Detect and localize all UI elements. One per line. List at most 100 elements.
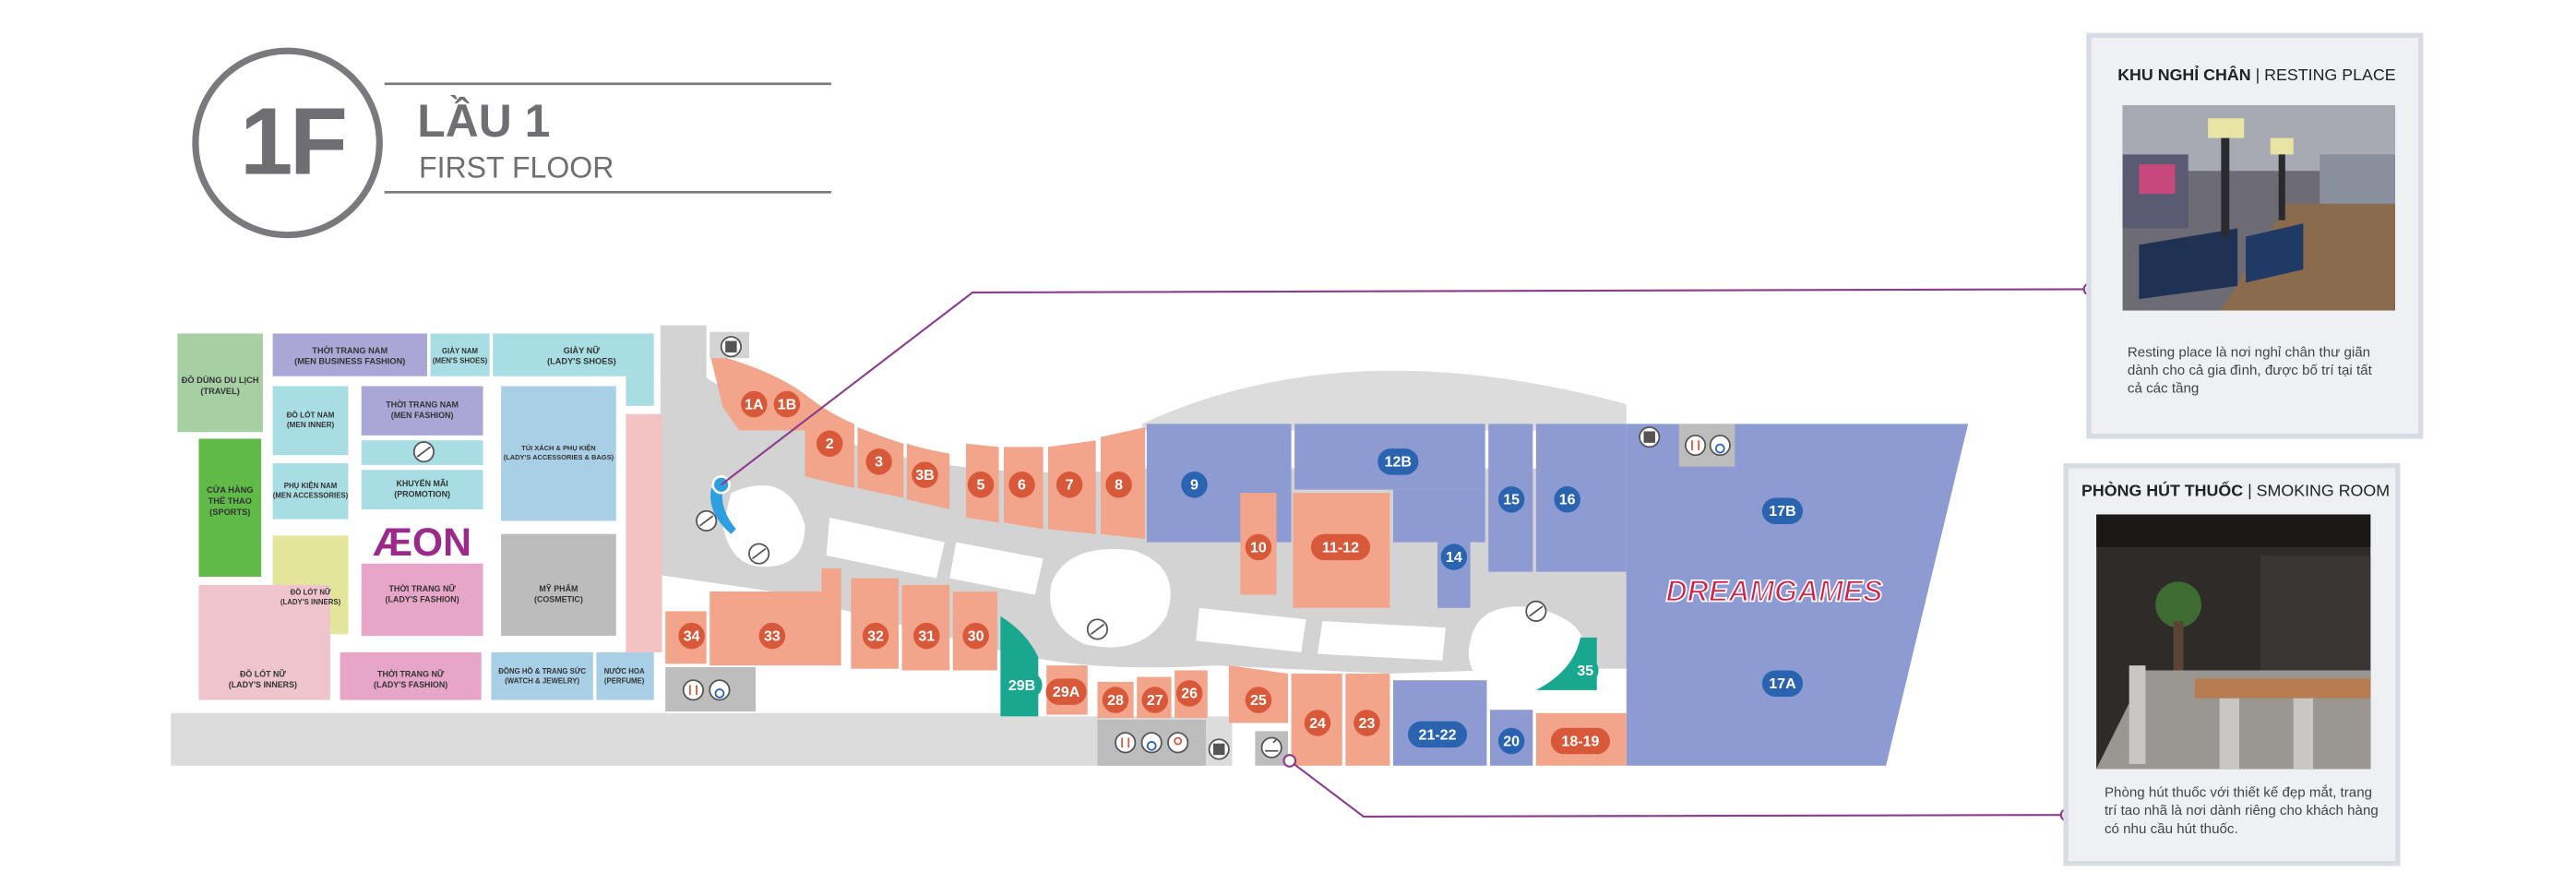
unit-marker-21-22[interactable]: 21-22 — [1407, 721, 1468, 748]
unit-marker-28[interactable]: 28 — [1102, 687, 1129, 713]
unit-marker-label: 2 — [826, 436, 834, 452]
resting-place-title-vn: KHU NGHỈ CHÂN — [2117, 67, 2251, 86]
unit-marker-bg — [913, 622, 940, 650]
escalator-icon[interactable] — [696, 509, 718, 532]
unit-marker-11-12[interactable]: 11-12 — [1310, 533, 1371, 561]
unit-marker-26[interactable]: 26 — [1175, 680, 1203, 707]
unit-marker-label: 8 — [1115, 477, 1123, 494]
zone-men-shoes[interactable] — [430, 333, 490, 376]
unit-marker-label: 23 — [1359, 715, 1376, 732]
unit-marker-bg — [1001, 672, 1043, 699]
escalator-icon[interactable] — [412, 441, 435, 463]
zone-perfume[interactable] — [596, 651, 654, 700]
unit-marker-24[interactable]: 24 — [1304, 710, 1331, 736]
zone-travel[interactable] — [177, 333, 263, 433]
zone-men-accessories[interactable] — [272, 463, 349, 520]
resting-place-pin[interactable] — [711, 475, 731, 495]
escalator-icon[interactable] — [1525, 600, 1547, 622]
restroom-icon[interactable] — [1685, 434, 1707, 457]
smoking-room-icon[interactable] — [1260, 736, 1282, 759]
zone-lady-bags[interactable] — [501, 386, 616, 521]
unit-marker-15[interactable]: 15 — [1497, 486, 1525, 513]
elevator-icon[interactable] — [1208, 738, 1230, 760]
unit-marker-label: 10 — [1250, 539, 1267, 555]
unit-marker-3b[interactable]: 3B — [912, 461, 938, 488]
unit-marker-18-19[interactable]: 18-19 — [1550, 727, 1610, 755]
unit-marker-label: 34 — [684, 627, 700, 644]
walkway-stripe-3 — [1196, 607, 1306, 652]
wheelchair-icon[interactable] — [1709, 434, 1731, 457]
unit-marker-bg — [816, 430, 843, 458]
unit-shape-33-ext[interactable] — [821, 568, 841, 666]
unit-marker-bg — [1245, 533, 1272, 561]
unit-shape-17[interactable] — [1626, 424, 1969, 766]
baby-care-icon[interactable] — [1167, 732, 1189, 754]
zone-sports[interactable] — [198, 438, 262, 577]
restroom-icon[interactable] — [1115, 732, 1137, 754]
unit-marker-25[interactable]: 25 — [1245, 687, 1272, 713]
unit-marker-29b[interactable]: 29B — [1001, 672, 1043, 699]
wheelchair-icon[interactable] — [709, 679, 731, 701]
unit-marker-16[interactable]: 16 — [1554, 486, 1580, 513]
atrium-void-mid — [1050, 549, 1171, 648]
zone-lady-fashion-top[interactable] — [361, 563, 483, 637]
unit-marker-32[interactable]: 32 — [862, 622, 889, 650]
zone-men-business[interactable] — [272, 333, 427, 376]
zone-men-fashion[interactable] — [361, 386, 483, 436]
unit-marker-17b[interactable]: 17B — [1761, 497, 1804, 525]
escalator-icon[interactable] — [748, 543, 770, 565]
unit-marker-2[interactable]: 2 — [816, 430, 843, 458]
unit-marker-20[interactable]: 20 — [1497, 727, 1525, 755]
zone-cosmetic[interactable] — [501, 533, 616, 637]
unit-marker-35[interactable]: 35 — [1572, 657, 1599, 684]
unit-marker-31[interactable]: 31 — [913, 622, 940, 650]
unit-marker-34[interactable]: 34 — [678, 622, 705, 650]
unit-marker-14[interactable]: 14 — [1440, 544, 1468, 570]
unit-marker-8[interactable]: 8 — [1105, 472, 1132, 498]
resting-leader-line — [721, 288, 2090, 486]
unit-marker-label: 29A — [1053, 684, 1080, 700]
unit-marker-12b[interactable]: 12B — [1377, 448, 1419, 475]
unit-marker-bg — [1181, 472, 1208, 498]
zone-label-men-business: THỜI TRANG NAM(MEN BUSINESS FASHION) — [294, 345, 405, 366]
zone-label-promotion: KHUYẾN MÃI(PROMOTION) — [394, 479, 450, 499]
unit-marker-bg — [862, 622, 889, 650]
unit-marker-33[interactable]: 33 — [758, 622, 786, 650]
zone-label-men-accessories: PHỤ KIỆN NAM(MEN ACCESSORIES) — [273, 482, 349, 500]
unit-marker-29a[interactable]: 29A — [1045, 678, 1087, 705]
unit-marker-23[interactable]: 23 — [1354, 710, 1380, 736]
unit-marker-bg — [1055, 472, 1083, 498]
resting-place-description: Resting place là nơi nghỉ chân thư giãn … — [2127, 343, 2372, 397]
unit-marker-30[interactable]: 30 — [962, 622, 989, 650]
unit-marker-17a[interactable]: 17A — [1761, 670, 1804, 697]
zone-promotion[interactable] — [361, 470, 483, 509]
unit-shape-16[interactable] — [1535, 424, 1627, 572]
unit-marker-1a[interactable]: 1A — [741, 390, 768, 418]
unit-marker-1b[interactable]: 1B — [773, 390, 801, 418]
zone-lady-fashion[interactable] — [340, 651, 482, 700]
unit-marker-bg — [678, 622, 705, 650]
zone-men-inner[interactable] — [272, 386, 349, 456]
walkway-stripe-2 — [949, 542, 1044, 595]
unit-marker-5[interactable]: 5 — [967, 472, 995, 498]
unit-marker-27[interactable]: 27 — [1141, 687, 1169, 713]
unit-marker-6[interactable]: 6 — [1008, 472, 1035, 498]
unit-marker-10[interactable]: 10 — [1245, 533, 1272, 561]
unit-marker-bg — [758, 622, 786, 650]
dreamgames-logo: DREAMGAMES — [1666, 575, 1884, 608]
unit-marker-7[interactable]: 7 — [1055, 472, 1083, 498]
zone-lady-inners[interactable] — [198, 584, 330, 700]
aeon-logo: ÆON — [373, 520, 471, 565]
wheelchair-icon[interactable] — [1140, 732, 1163, 754]
elevator-icon[interactable] — [720, 336, 742, 358]
unit-marker-label: 6 — [1018, 477, 1026, 494]
resting-place-marker[interactable] — [710, 487, 736, 534]
unit-marker-3[interactable]: 3 — [865, 448, 892, 475]
unit-marker-9[interactable]: 9 — [1181, 472, 1208, 498]
zone-lady-shoes[interactable] — [493, 333, 654, 376]
unit-marker-bg — [1497, 486, 1525, 513]
zone-watch-jewelry[interactable] — [491, 651, 593, 700]
escalator-icon[interactable] — [1086, 618, 1109, 640]
restroom-icon[interactable] — [682, 679, 704, 701]
elevator-icon[interactable] — [1639, 426, 1661, 448]
